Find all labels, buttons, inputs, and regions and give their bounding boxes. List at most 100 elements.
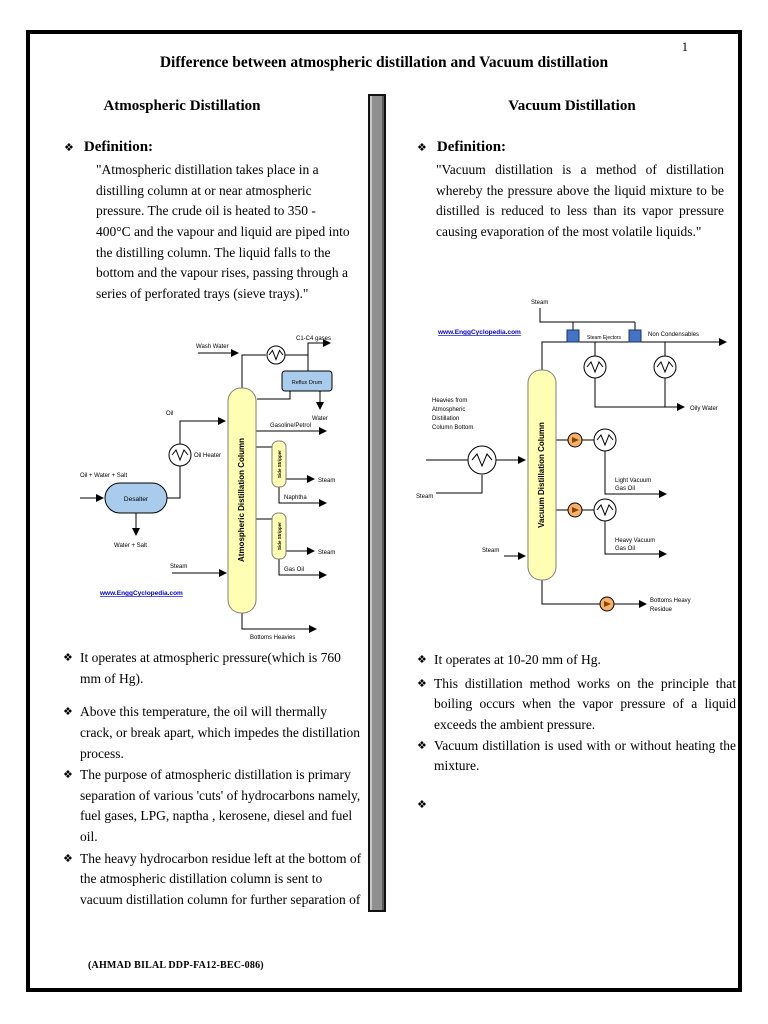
bullet-text: It operates at 10-20 mm of Hg.	[434, 652, 601, 667]
label-steam-stripper-1: Steam	[318, 478, 335, 484]
vacuum-definition-text: "Vacuum distillation is a method of dist…	[436, 162, 724, 239]
list-item: ❖ It operates at atmospheric pressure(wh…	[58, 648, 362, 689]
bullet-diamond-icon: ❖	[63, 768, 73, 782]
list-item: ❖ It operates at 10-20 mm of Hg.	[408, 650, 736, 671]
vacuum-diagram: Steam Steam Ejectors Non Condensables Oi…	[410, 292, 736, 647]
footer-text: (AHMAD BILAL DDP-FA12-BEC-086)	[88, 960, 264, 971]
label-atmospheric-column: Atmospheric Distillation Column	[237, 438, 246, 562]
empty-bullet: ❖	[408, 795, 736, 811]
label-lvgo-2: Gas Oil	[615, 486, 635, 492]
list-item: ❖ This distillation method works on the …	[408, 674, 736, 736]
label-bottoms-2: Residue	[650, 607, 673, 613]
label-steam-furnace: Steam	[416, 494, 433, 500]
atmospheric-heading: Atmospheric Distillation	[103, 98, 261, 114]
label-wash-water: Wash Water	[196, 344, 229, 350]
furnace-icon	[467, 445, 497, 475]
label-hvgo-1: Heavy Vacuum	[615, 538, 655, 544]
page-number: 1	[681, 40, 688, 54]
label-gas-oil: Gas Oil	[284, 567, 304, 573]
vacuum-bullets: ❖ It operates at 10-20 mm of Hg. ❖ This …	[408, 650, 736, 811]
label-steam-column: Steam	[170, 564, 187, 570]
condenser-icon	[266, 345, 286, 365]
label-c1c4-gases: C1-C4 gases	[296, 336, 331, 342]
list-item: ❖ Above this temperature, the oil will t…	[58, 702, 362, 764]
list-item: ❖ Vacuum distillation is used with or wi…	[408, 736, 736, 777]
pump-1-icon	[567, 432, 583, 448]
label-heavies-4: Column Bottom	[432, 425, 473, 431]
exchanger-2-icon	[593, 498, 617, 522]
label-bottoms-heavies: Bottoms Heavies	[250, 635, 295, 641]
exchanger-1-icon	[593, 428, 617, 452]
bullet-text: Above this temperature, the oil will the…	[80, 704, 361, 761]
label-water: Water	[312, 416, 328, 422]
flow-lines	[80, 339, 331, 633]
bullet-text: This distillation method works on the pr…	[434, 675, 736, 732]
right-definition-head: ❖ Definition:	[417, 138, 506, 156]
condenser-2-icon	[653, 355, 677, 379]
bullet-diamond-icon: ❖	[417, 738, 427, 752]
reflux-drum-vessel	[281, 370, 333, 392]
desalter-vessel	[104, 482, 168, 514]
page-frame: 1 Difference between atmospheric distill…	[26, 30, 742, 992]
bullet-text: The purpose of atmospheric distillation …	[80, 767, 361, 845]
label-heavies-3: Distillation	[432, 416, 459, 422]
page-title: Difference between atmospheric distillat…	[159, 54, 609, 71]
steam-ejector-2	[628, 329, 642, 343]
column-divider-bar	[368, 94, 386, 912]
label-lvgo-1: Light Vacuum	[615, 478, 651, 484]
label-steam-ejectors: Steam Ejectors	[587, 335, 621, 341]
label-steam-stripper-2: Steam	[318, 550, 335, 556]
label-heavies-2: Atmospheric	[432, 407, 465, 413]
label-oil-heater: Oil Heater	[194, 453, 221, 459]
enggcyclopedia-link[interactable]: www.EnggCyclopedia.com	[99, 590, 183, 597]
bullet-diamond-icon: ❖	[417, 676, 427, 690]
atmospheric-bullets: ❖ It operates at atmospheric pressure(wh…	[58, 648, 362, 911]
flow-lines	[426, 308, 727, 608]
atmospheric-diagram-svg: Wash Water C1-C4 gases Reflux Drum Water…	[80, 336, 335, 641]
vacuum-section: Vacuum Distillation ❖ Definition: "Vacuum…	[408, 92, 736, 924]
list-item: ❖ The heavy hydrocarbon residue left at …	[58, 849, 362, 911]
label-bottoms-1: Bottoms Heavy	[650, 598, 691, 604]
pump-3-icon	[599, 596, 615, 612]
bullet-diamond-icon: ❖	[417, 797, 427, 811]
label-gasoline-petrol: Gasoline/Petrol	[270, 423, 311, 429]
side-stripper-1	[271, 440, 287, 488]
label-steam-top: Steam	[531, 300, 548, 306]
atmospheric-column-vessel	[227, 387, 257, 614]
bullet-text: Vacuum distillation is used with or with…	[434, 737, 736, 774]
label-non-condensables: Non Condensables	[648, 332, 699, 338]
pump-2-icon	[567, 502, 583, 518]
steam-ejector-1	[566, 329, 580, 343]
bullet-diamond-icon: ❖	[417, 653, 427, 666]
bullet-diamond-icon: ❖	[63, 851, 73, 865]
enggcyclopedia-link[interactable]: www.EnggCyclopedia.com	[437, 329, 521, 336]
definition-label: Definition:	[83, 139, 154, 155]
bullet-text: The heavy hydrocarbon residue left at th…	[80, 850, 362, 908]
label-side-stripper-2: Side Stripper	[277, 522, 282, 550]
label-steam-column: Steam	[482, 548, 499, 554]
definition-label: Definition:	[436, 139, 507, 155]
label-reflux-drum: Reflux Drum	[292, 380, 323, 386]
label-hvgo-2: Gas Oil	[615, 546, 635, 552]
atmospheric-diagram: Wash Water C1-C4 gases Reflux Drum Water…	[80, 333, 362, 648]
condenser-1-icon	[583, 355, 607, 379]
side-stripper-2	[271, 512, 287, 560]
list-item: ❖ The purpose of atmospheric distillatio…	[58, 765, 362, 848]
label-naphtha: Naphtha	[284, 495, 307, 501]
vacuum-diagram-svg: Steam Steam Ejectors Non Condensables Oi…	[416, 300, 727, 613]
bullet-diamond-icon: ❖	[63, 651, 73, 664]
label-side-stripper-1: Side Stripper	[277, 450, 282, 478]
label-oil: Oil	[166, 411, 173, 417]
label-oil-water-salt: Oil + Water + Salt	[80, 473, 127, 479]
bullet-diamond-icon: ❖	[63, 705, 73, 719]
bullet-diamond-icon: ❖	[417, 141, 427, 154]
bullet-text: It operates at atmospheric pressure(whic…	[80, 650, 341, 686]
atmospheric-definition-text: "Atmospheric distillation takes place in…	[96, 162, 350, 301]
atmospheric-section: Atmospheric Distillation ❖ Definition: "A…	[58, 92, 362, 924]
vacuum-column-vessel	[527, 369, 557, 581]
label-water-salt: Water + Salt	[114, 543, 147, 549]
label-heavies-1: Heavies from	[432, 398, 467, 404]
bullet-diamond-icon: ❖	[64, 141, 74, 154]
label-desalter: Desalter	[124, 496, 149, 503]
vacuum-heading: Vacuum Distillation	[508, 98, 636, 114]
